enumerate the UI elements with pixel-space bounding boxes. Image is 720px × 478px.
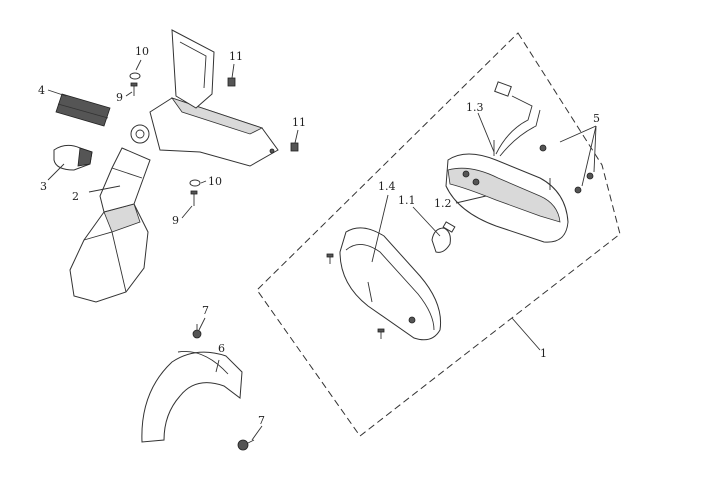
callout-9-mid: 9 — [172, 214, 179, 227]
callout-1-4: 1.4 — [378, 180, 396, 193]
screw-lens-bottom — [377, 328, 385, 339]
screws-part-5 — [539, 144, 594, 194]
bulb-part-1-1 — [431, 221, 456, 253]
screw-part-9-mid — [190, 190, 198, 206]
nut-part-11-right — [290, 142, 299, 152]
washer-part-10-mid — [189, 179, 201, 187]
callout-10-top: 10 — [135, 45, 149, 58]
tail-light-housing-part-1-2 — [445, 153, 569, 243]
callout-9-top: 9 — [116, 91, 123, 104]
callout-10-mid: 10 — [208, 175, 222, 188]
screw-part-7-top — [192, 324, 202, 339]
washer-part-10-top — [129, 72, 141, 80]
callout-11-right: 11 — [292, 116, 306, 129]
screw-part-9-top — [130, 82, 138, 96]
reflector-part-4 — [55, 93, 111, 127]
callout-1-2: 1.2 — [434, 197, 452, 210]
callout-5: 5 — [593, 112, 600, 125]
callout-1-1: 1.1 — [398, 194, 416, 207]
lens-part-1-4 — [339, 227, 442, 341]
screw-part-7-bottom — [237, 439, 255, 451]
callout-6: 6 — [218, 342, 225, 355]
rear-fender-part-2 — [69, 29, 279, 303]
callout-7-bottom: 7 — [258, 414, 265, 427]
mudguard-part-6 — [141, 351, 243, 443]
callout-4: 4 — [38, 84, 45, 97]
callout-2: 2 — [72, 190, 79, 203]
screw-lens-top — [326, 253, 334, 264]
callout-3: 3 — [40, 180, 47, 193]
callout-1-3: 1.3 — [466, 101, 484, 114]
callout-11-top: 11 — [229, 50, 243, 63]
callout-7-top: 7 — [202, 304, 209, 317]
wire-harness-part-1-3 — [493, 81, 541, 157]
assembly-1-boundary — [256, 32, 621, 437]
leader-lines — [47, 59, 597, 441]
callout-1: 1 — [540, 347, 547, 360]
nut-part-11-top — [227, 77, 236, 87]
side-lamp-part-3 — [53, 144, 93, 171]
